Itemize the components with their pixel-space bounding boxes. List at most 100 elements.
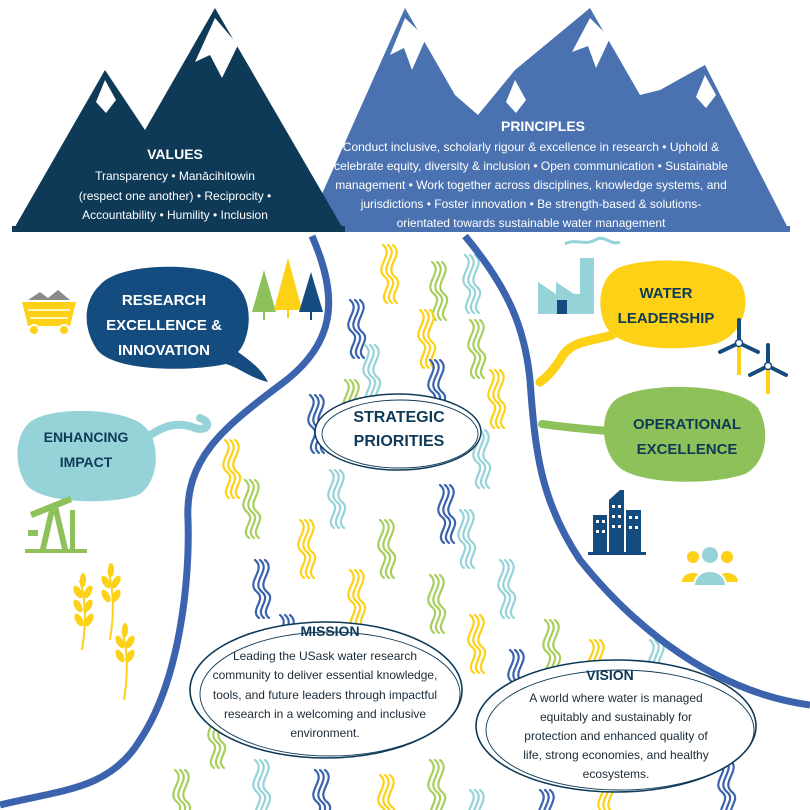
stream-line bbox=[252, 758, 262, 810]
stream-line bbox=[462, 253, 472, 315]
stream-line bbox=[387, 518, 397, 580]
stream-line bbox=[352, 568, 362, 630]
vision-ring bbox=[475, 659, 757, 793]
stream-line bbox=[332, 468, 342, 530]
stream-line bbox=[439, 260, 449, 322]
stream-line bbox=[422, 308, 432, 370]
stream-line bbox=[252, 558, 262, 620]
principles-line: Conduct inclusive, scholarly rigour & ex… bbox=[342, 140, 720, 154]
stream-line bbox=[468, 788, 475, 810]
operational-tail bbox=[538, 420, 624, 436]
stream-line bbox=[247, 478, 257, 540]
stream-line bbox=[177, 768, 187, 810]
research-line: RESEARCH bbox=[121, 292, 207, 309]
stream-line bbox=[437, 483, 447, 545]
stream-line bbox=[252, 478, 262, 540]
stream-line bbox=[262, 558, 272, 620]
water-tail bbox=[535, 330, 617, 387]
mine-cart-icon bbox=[22, 290, 76, 336]
factory-icon bbox=[538, 236, 621, 314]
stream-line bbox=[462, 508, 472, 570]
stream-line bbox=[507, 558, 517, 620]
stream-line bbox=[442, 483, 452, 545]
stream-line bbox=[722, 758, 732, 810]
left-river bbox=[0, 234, 333, 809]
research-line: INNOVATION bbox=[118, 342, 210, 359]
water-leadership-label: WATER LEADERSHIP bbox=[606, 281, 726, 331]
mission-line: tools, and future leaders through impact… bbox=[212, 687, 438, 702]
snow-cap bbox=[390, 18, 426, 70]
principles-line: jurisdictions • Foster innovation • Be s… bbox=[360, 197, 702, 211]
principles-text: Conduct inclusive, scholarly rigour & ex… bbox=[326, 138, 736, 233]
impact-tail bbox=[142, 414, 212, 442]
stream-line bbox=[487, 368, 497, 430]
stream-line bbox=[472, 253, 482, 315]
vision-line: protection and enhanced quality of bbox=[524, 729, 708, 743]
stream-line bbox=[432, 573, 442, 635]
mountain-base bbox=[12, 226, 345, 232]
strategic-ring bbox=[321, 399, 479, 469]
values-line: Accountability • Humility • Inclusion bbox=[82, 208, 268, 222]
stream-line bbox=[262, 758, 272, 810]
stream-line bbox=[297, 518, 307, 580]
research-line: EXCELLENCE & bbox=[106, 317, 222, 334]
snow-cap bbox=[506, 80, 526, 113]
stream-line bbox=[382, 773, 391, 810]
principles-line: management • Work together across discip… bbox=[335, 178, 727, 192]
stream-line bbox=[447, 483, 457, 545]
stream-line bbox=[382, 518, 392, 580]
stream-line bbox=[538, 788, 545, 810]
stream-line bbox=[427, 758, 437, 810]
stream-line bbox=[352, 298, 362, 360]
wheat-icon bbox=[73, 563, 135, 701]
stream-line bbox=[385, 243, 395, 305]
stream-line bbox=[222, 438, 232, 500]
mission-ring bbox=[189, 621, 463, 759]
stream-line bbox=[492, 368, 502, 430]
values-mountain bbox=[12, 8, 345, 232]
stream-line bbox=[317, 768, 327, 810]
principles-line: celebrate equity, diversity & inclusion … bbox=[334, 159, 728, 173]
stream-line bbox=[497, 368, 507, 430]
strategic-line: STRATEGIC bbox=[353, 409, 445, 426]
people-icon bbox=[682, 545, 738, 587]
water-line: WATER bbox=[639, 285, 693, 302]
stream-line bbox=[307, 393, 317, 455]
stream-line bbox=[257, 758, 267, 810]
stream-line bbox=[437, 758, 447, 810]
stream-line bbox=[377, 773, 386, 810]
impact-blob bbox=[17, 410, 156, 502]
vision-title: VISION bbox=[586, 667, 634, 683]
snow-cap bbox=[572, 18, 610, 68]
research-label: RESEARCH EXCELLENCE & INNOVATION bbox=[90, 288, 238, 363]
impact-line: ENHANCING bbox=[43, 429, 129, 445]
stream-line bbox=[467, 613, 477, 675]
impact-line: IMPACT bbox=[59, 454, 113, 470]
stream-line bbox=[477, 428, 487, 490]
stream-line bbox=[467, 318, 477, 380]
stream-line bbox=[357, 568, 367, 630]
stream-line bbox=[227, 438, 237, 500]
stream-line bbox=[417, 308, 427, 370]
city-buildings-icon bbox=[588, 490, 646, 555]
stream-line bbox=[472, 613, 482, 675]
values-line: Transparency • Manācihitowin bbox=[95, 169, 255, 183]
snow-cap bbox=[195, 18, 238, 78]
stream-line bbox=[457, 508, 467, 570]
values-title: VALUES bbox=[147, 146, 203, 162]
strategic-priorities-label: STRATEGIC PRIORITIES bbox=[316, 406, 482, 454]
stream-line bbox=[302, 518, 312, 580]
stream-line bbox=[727, 758, 737, 810]
stream-line bbox=[390, 243, 400, 305]
stream-line bbox=[380, 243, 390, 305]
stream-line bbox=[497, 558, 507, 620]
stream-line bbox=[232, 438, 242, 500]
stream-line bbox=[467, 508, 477, 570]
stream-line bbox=[322, 768, 332, 810]
stream-line bbox=[312, 768, 322, 810]
stream-line bbox=[307, 518, 317, 580]
stream-line bbox=[172, 768, 182, 810]
values-line: (respect one another) • Reciprocity • bbox=[78, 188, 272, 203]
oil-pumpjack-icon bbox=[25, 496, 87, 553]
